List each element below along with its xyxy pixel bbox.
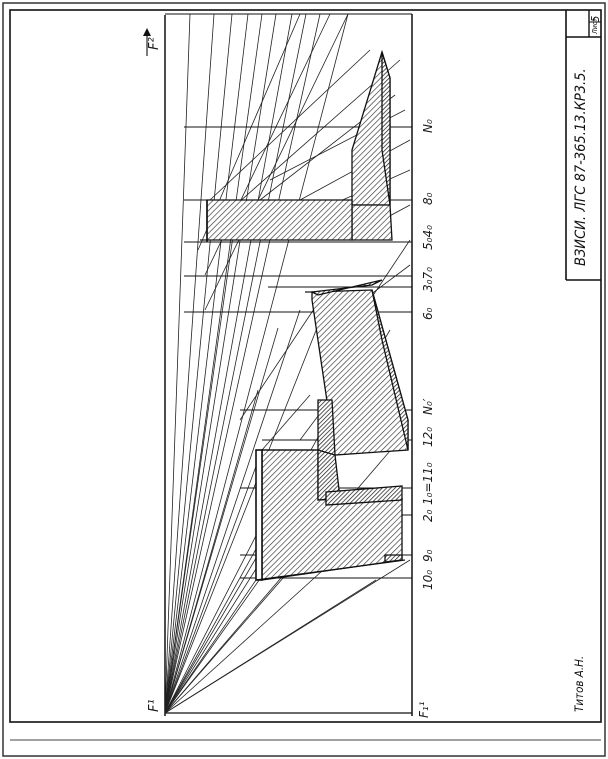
- label-n0-prime: N₀′: [421, 398, 435, 415]
- inner-frame: [9, 9, 602, 723]
- label-1-11: 1₀=11₀: [421, 462, 435, 505]
- wall-edges: [200, 239, 406, 581]
- author-name: Титов А.Н.: [572, 656, 586, 712]
- lower-building: [255, 449, 403, 581]
- title-block: Лист 5 ВЗИСИ. ЛГС 87-365.13.КР3.5.: [565, 10, 602, 281]
- f2-arrow-icon: [143, 28, 151, 36]
- sheet-number: 5: [589, 16, 602, 22]
- upper-building: [206, 49, 393, 242]
- label-n0: N₀: [421, 119, 435, 133]
- label-6: 6₀: [421, 307, 435, 320]
- label-2: 2₀: [421, 509, 435, 522]
- label-f1: F¹: [147, 699, 162, 712]
- label-8: 8₀: [421, 192, 435, 205]
- label-f2: F²: [147, 37, 162, 50]
- label-5-4: 5₀4₀: [421, 225, 435, 250]
- label-12: 12₀: [421, 427, 435, 447]
- picture-plane-lines: [146, 13, 413, 716]
- label-10: 10₀: [421, 570, 435, 590]
- label-3-7: 3₀7₀: [421, 267, 435, 292]
- point-labels: N₀ 8₀ 5₀4₀ 3₀7₀ 6₀ N₀′ 12₀ 1₀=11₀ 2₀ 9₀ …: [421, 119, 435, 590]
- sheet-label: Лист: [591, 18, 599, 35]
- label-f1-prime: F₁¹: [417, 701, 431, 718]
- drawing-code: ВЗИСИ. ЛГС 87-365.13.КР3.5.: [573, 68, 589, 266]
- label-9: 9₀: [421, 549, 435, 562]
- middle-building: [309, 279, 409, 456]
